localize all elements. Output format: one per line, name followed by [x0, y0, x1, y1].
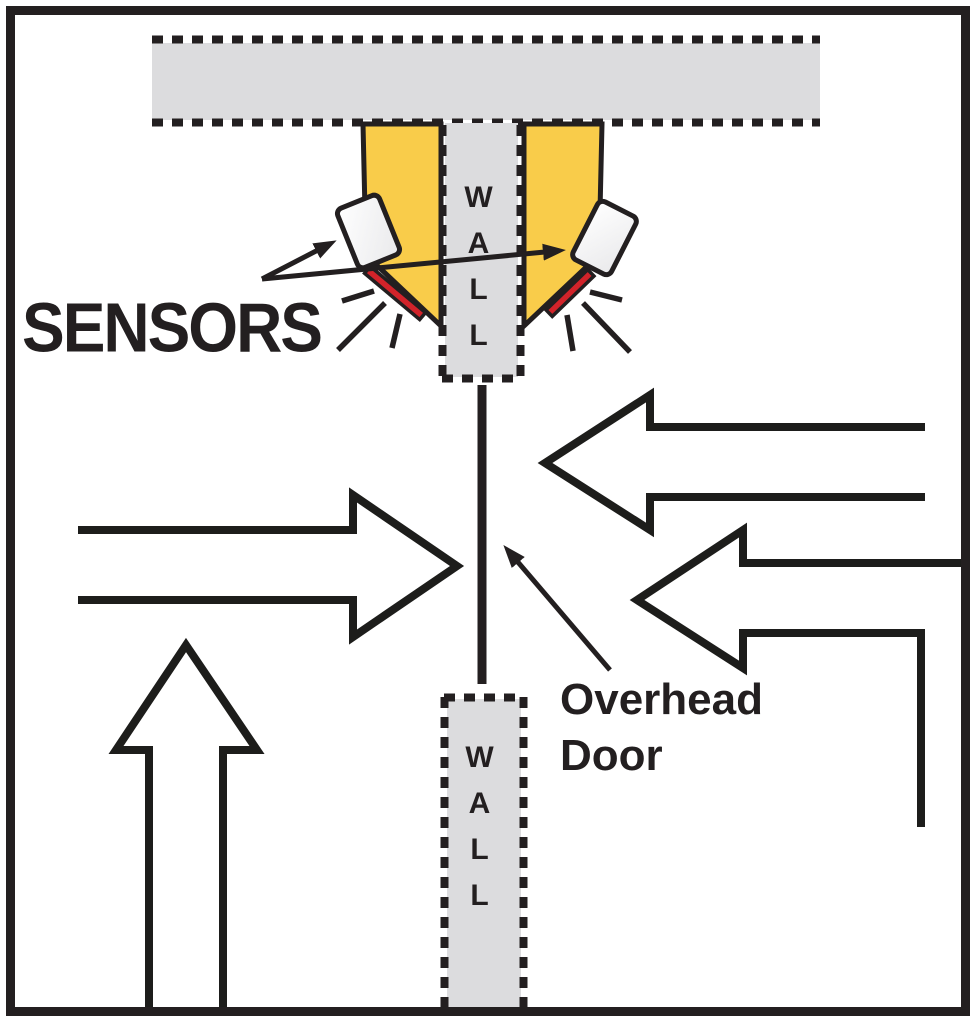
- overhead-door-label: Overhead Door: [560, 675, 763, 781]
- sensor-rays-right: [564, 289, 632, 354]
- beam-strip-right: [543, 267, 597, 319]
- sensors-pointer-left-icon: [260, 240, 337, 282]
- sensor-left-icon: [334, 192, 403, 271]
- room-frame: [6, 6, 970, 1016]
- wall-column-bottom: [440, 693, 528, 1011]
- back-wall-bar: [152, 35, 820, 127]
- traffic-arrow-right-icon: [78, 487, 465, 645]
- traffic-arrow-up-icon: [108, 637, 265, 1008]
- wall-column-top: [438, 123, 525, 383]
- sensors-pointer-arrows: [260, 240, 566, 282]
- traffic-arrow-left-upper-icon: [537, 387, 925, 538]
- door-pointer-arrow: [503, 545, 612, 672]
- wall-label-bottom: WALL: [463, 741, 496, 925]
- sensor-rays-left: [336, 288, 403, 352]
- traffic-arrows: [78, 387, 961, 1008]
- traffic-arrow-left-lower-icon: [629, 522, 961, 827]
- wall-label-top: WALL: [462, 181, 495, 365]
- sensors-label: SENSORS: [22, 289, 323, 367]
- sensor-right-icon: [570, 198, 639, 278]
- door-pointer-icon: [503, 545, 612, 672]
- sensors-pointer-right-icon: [261, 243, 566, 282]
